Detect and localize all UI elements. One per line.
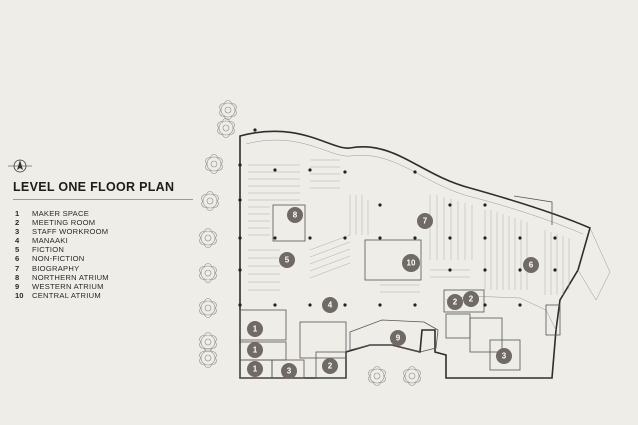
map-badge: 3 [496,348,512,364]
svg-text:1: 1 [253,325,258,334]
svg-text:2: 2 [469,295,474,304]
legend-number: 3 [15,227,20,237]
svg-text:4: 4 [328,301,333,310]
legend-item: 1 MAKER SPACE [15,209,109,218]
map-badge: 7 [417,213,433,229]
legend-label: BIOGRAPHY [32,263,80,273]
legend-label: NORTHERN ATRIUM [32,272,109,282]
legend-number: 5 [15,245,20,255]
legend-label: MEETING ROOM [32,218,96,228]
svg-text:7: 7 [423,217,428,226]
map-badge: 3 [281,363,297,379]
map-badge: 2 [447,294,463,310]
map-badge: 5 [279,252,295,268]
legend-number: 1 [15,209,20,218]
svg-text:10: 10 [407,259,416,268]
map-badge: 1 [247,321,263,337]
legend-item: 5 FICTION [15,245,109,254]
map-badge: 9 [390,330,406,346]
legend-item: 10 CENTRAL ATRIUM [15,291,109,300]
map-badge: 1 [247,361,263,377]
map-badge: 8 [287,207,303,223]
legend-label: WESTERN ATRIUM [32,281,104,291]
legend-label: NON-FICTION [32,254,85,264]
plan-title: LEVEL ONE FLOOR PLAN [13,180,175,194]
legend-number: 2 [15,218,20,228]
map-badge: 2 [322,358,338,374]
tree-icon [219,100,237,120]
columns [238,128,557,307]
tree-icon [217,118,235,138]
legend-item: 2 MEETING ROOM [15,218,109,227]
map-badge: 6 [523,257,539,273]
legend: 1 MAKER SPACE 2 MEETING ROOM 3 STAFF WORKRO… [15,209,109,300]
svg-text:8: 8 [293,211,298,220]
tree-icon [205,154,223,174]
svg-text:1: 1 [253,365,258,374]
tree-icon [199,298,217,318]
tree-icons [199,100,421,386]
map-badge: 10 [402,254,420,272]
legend-item: 7 BIOGRAPHY [15,264,109,273]
svg-text:2: 2 [453,298,458,307]
legend-item: 3 STAFF WORKROOM [15,227,109,236]
interior-walls [239,204,561,379]
svg-text:3: 3 [287,367,292,376]
svg-text:6: 6 [529,261,534,270]
legend-number: 6 [15,254,20,264]
legend-item: 6 NON-FICTION [15,254,109,263]
tree-icon [368,366,386,386]
legend-label: STAFF WORKROOM [32,227,109,237]
svg-text:1: 1 [253,346,258,355]
legend-label: MANAAKI [32,236,68,246]
map-badge: 4 [322,297,338,313]
legend-label: FICTION [32,245,65,255]
svg-text:3: 3 [502,352,507,361]
legend-label: MAKER SPACE [32,209,90,218]
legend-label: CENTRAL ATRIUM [32,290,101,300]
legend-item: 8 NORTHERN ATRIUM [15,273,109,282]
tree-icon [201,191,219,211]
map-badge: 2 [463,291,479,307]
compass-north-icon [8,159,32,173]
building-outline [239,130,611,379]
legend-number: 4 [15,236,20,246]
legend-item: 9 WESTERN ATRIUM [15,282,109,291]
shelving [248,159,570,295]
legend-number: 8 [15,272,20,282]
legend-number: 10 [15,290,24,300]
legend-number: 7 [15,263,20,273]
svg-text:2: 2 [328,362,333,371]
title-divider [13,199,193,200]
map-badge: 1 [247,342,263,358]
map-badges: 8 7 10 5 6 4 2 2 1 9 1 2 3 1 3 [247,207,539,379]
tree-icon [199,263,217,283]
tree-icon [403,366,421,386]
svg-text:9: 9 [396,334,401,343]
svg-text:5: 5 [285,256,290,265]
legend-item: 4 MANAAKI [15,236,109,245]
legend-number: 9 [15,281,20,291]
tree-icon [199,228,217,248]
